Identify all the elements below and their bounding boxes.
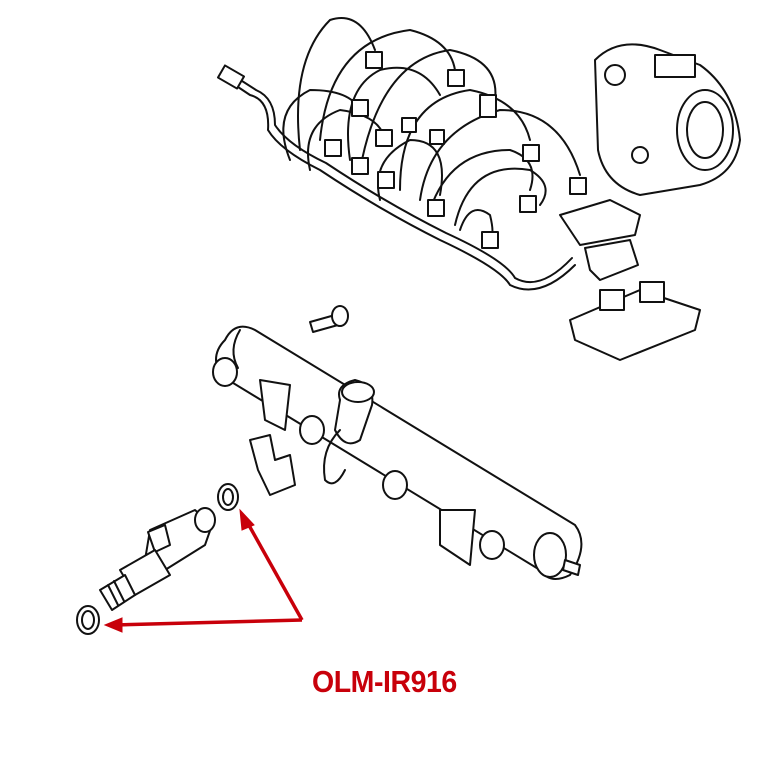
o-ring-lower-inner — [81, 610, 95, 630]
wiring-harness — [216, 17, 587, 291]
fuel-rail — [212, 325, 583, 580]
o-ring-lower — [76, 605, 100, 635]
arrows — [103, 508, 304, 633]
fuel-injector — [99, 507, 216, 611]
throttle-body — [594, 43, 741, 196]
harness-connectors — [324, 51, 587, 249]
clip — [249, 434, 296, 496]
o-ring-upper-inner — [222, 488, 234, 506]
o-ring-upper — [217, 483, 239, 511]
part-number-label: OLM-IR916 — [312, 664, 457, 699]
connector-block — [559, 199, 701, 361]
bolt — [309, 305, 349, 333]
